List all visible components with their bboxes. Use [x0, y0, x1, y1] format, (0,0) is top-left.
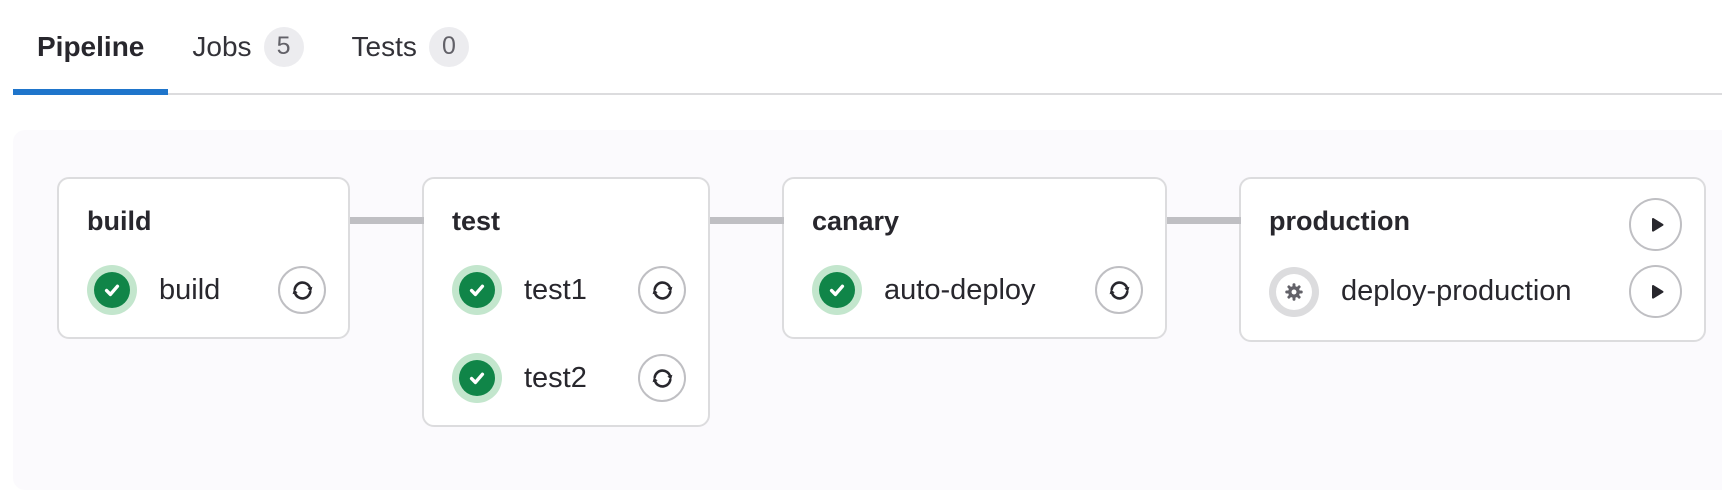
stage-name: test	[452, 205, 501, 236]
stage-header: production	[1269, 195, 1682, 251]
job-name: deploy-production	[1341, 275, 1572, 307]
retry-icon	[1106, 277, 1133, 304]
tab-tests-label: Tests	[351, 30, 417, 62]
job-name: auto-deploy	[884, 273, 1036, 306]
pipeline-graph-canvas: build build	[13, 130, 1722, 490]
tab-pipeline-label: Pipeline	[37, 30, 145, 62]
job-link[interactable]: deploy-production	[1269, 266, 1599, 317]
retry-icon	[289, 277, 316, 304]
job-row: build	[87, 265, 326, 315]
stage-jobs-list: build	[87, 265, 326, 315]
stage-connector-line	[710, 217, 784, 224]
job-row: deploy-production	[1269, 265, 1682, 318]
job-link[interactable]: test1	[452, 265, 608, 315]
pipeline-tabs-bar: Pipeline Jobs 5 Tests 0	[13, 0, 1722, 95]
status-success-icon	[452, 353, 502, 403]
play-job-button[interactable]	[1629, 265, 1682, 318]
retry-icon	[649, 365, 676, 392]
job-link[interactable]: auto-deploy	[812, 265, 1065, 315]
run-all-manual-jobs-button[interactable]	[1629, 198, 1682, 251]
play-icon	[1644, 280, 1668, 304]
retry-icon	[649, 277, 676, 304]
tab-jobs-label: Jobs	[192, 30, 252, 62]
tests-count-badge: 0	[428, 26, 469, 67]
retry-job-button[interactable]	[278, 266, 326, 314]
stage-connector-line	[350, 217, 424, 224]
stage-jobs-list: test1	[452, 265, 686, 403]
status-success-icon	[812, 265, 862, 315]
stage-card: build build	[57, 177, 350, 339]
status-success-icon	[452, 265, 502, 315]
tab-tests[interactable]: Tests 0	[328, 0, 493, 93]
stage-card: production	[1167, 177, 1706, 342]
status-manual-icon	[1269, 266, 1319, 317]
stage-name: build	[87, 205, 152, 236]
stage-jobs-list: deploy-production	[1269, 265, 1682, 318]
job-row: auto-deploy	[812, 265, 1143, 315]
stage-header: test	[452, 195, 686, 247]
stage-name: canary	[812, 205, 900, 236]
stage-header: canary	[812, 195, 1143, 247]
tab-pipeline[interactable]: Pipeline	[13, 0, 169, 95]
stage-card: canary auto-deploy	[710, 177, 1167, 339]
pipeline-stages: build build	[13, 130, 1722, 467]
job-name: test2	[524, 361, 587, 394]
retry-job-button[interactable]	[638, 266, 686, 314]
play-icon	[1644, 213, 1668, 237]
stage-name: production	[1269, 205, 1410, 236]
jobs-count-badge: 5	[263, 26, 304, 67]
stage-card: test test1	[350, 177, 710, 427]
stage-header: build	[87, 195, 326, 247]
retry-job-button[interactable]	[1095, 266, 1143, 314]
job-link[interactable]: build	[87, 265, 248, 315]
stage-connector-line	[1167, 217, 1241, 224]
status-success-icon	[87, 265, 137, 315]
stage-jobs-list: auto-deploy	[812, 265, 1143, 315]
job-link[interactable]: test2	[452, 353, 608, 403]
job-name: build	[159, 273, 221, 306]
job-row: test2	[452, 353, 686, 403]
retry-job-button[interactable]	[638, 354, 686, 402]
job-name: test1	[524, 273, 587, 306]
tab-jobs[interactable]: Jobs 5	[168, 0, 327, 93]
job-row: test1	[452, 265, 686, 315]
